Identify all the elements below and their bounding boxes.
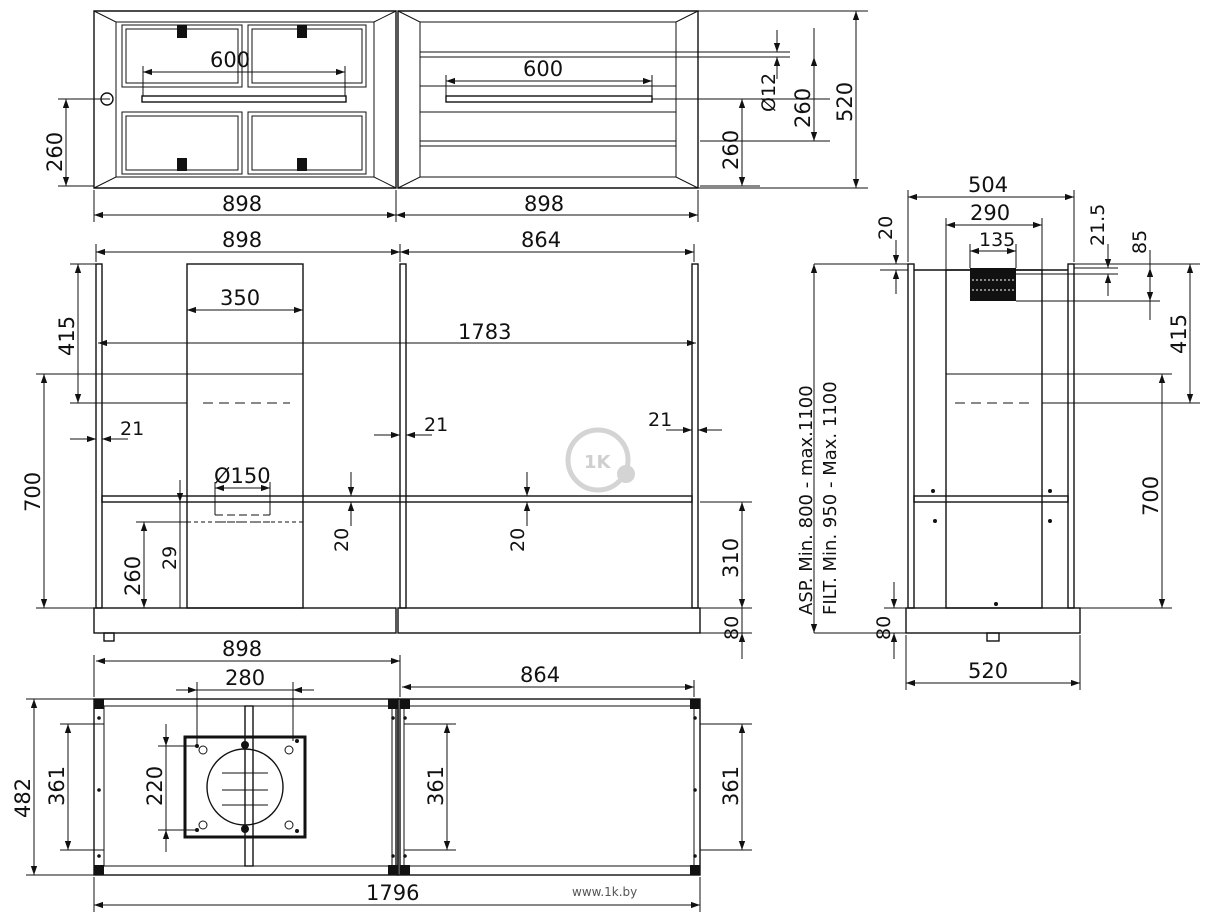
dim-front-29: 29 [159,546,181,570]
dim-top-898-right: 898 [524,192,564,216]
dim-front-415: 415 [55,316,79,356]
height-notes: ASP. Min. 800 - max.1100 FILT. Min. 950 … [796,263,906,634]
dim-top-260-right-a: 260 [791,88,815,128]
dim-front-21-a: 21 [120,418,144,440]
dim-bottom-280: 280 [225,666,265,690]
dim-side-504: 504 [968,173,1008,197]
dim-top-260-left: 260 [43,132,67,172]
plan-view: 898 864 280 482 361 220 361 [11,637,752,912]
side-view: 504 290 135 20 21.5 85 415 [873,173,1200,690]
dim-front-1783: 1783 [458,320,511,344]
dim-front-21-b: 21 [424,414,448,436]
dim-top-600-left: 600 [210,48,250,72]
dim-front-80: 80 [721,616,743,640]
dim-side-85: 85 [1129,230,1151,254]
dim-front-700: 700 [21,472,45,512]
dim-front-310: 310 [719,538,743,578]
dim-side-290: 290 [970,201,1010,225]
dim-top-d12: Ø12 [758,73,780,112]
dim-side-80: 80 [873,616,895,640]
dim-front-898: 898 [222,228,262,252]
dim-bottom-864: 864 [520,663,560,687]
dim-top-600-right: 600 [523,57,563,81]
dim-front-21-c: 21 [648,409,672,431]
dim-side-21-5: 21.5 [1087,204,1109,246]
dim-front-260: 260 [121,556,145,596]
watermark-logo: 1K [584,452,612,473]
dim-side-415: 415 [1167,314,1191,354]
watermark-text: www.1k.by [572,885,637,899]
dim-front-20-b: 20 [507,528,529,552]
dim-bottom-361-a: 361 [45,766,69,806]
front-view: 898 864 350 1783 415 700 [21,228,752,659]
dim-top-520: 520 [833,82,857,122]
dim-side-20: 20 [875,216,897,240]
dim-side-135: 135 [979,229,1015,251]
note-asp: ASP. Min. 800 - max.1100 [796,385,817,615]
dim-top-898-left: 898 [222,192,262,216]
dim-side-520: 520 [968,659,1008,683]
dim-bottom-220: 220 [143,766,167,806]
note-filt: FILT. Min. 950 - Max. 1100 [820,381,841,615]
dim-front-d150: Ø150 [214,464,271,488]
dim-bottom-1796: 1796 [366,881,419,905]
dim-front-350: 350 [220,286,260,310]
dim-top-260-right-b: 260 [719,130,743,170]
dim-bottom-898: 898 [222,637,262,661]
dim-side-700: 700 [1139,476,1163,516]
dim-front-864: 864 [521,228,561,252]
dim-bottom-361-c: 361 [719,766,743,806]
dim-bottom-482: 482 [11,778,35,818]
dim-front-20-a: 20 [331,528,353,552]
dim-bottom-361-b: 361 [424,766,448,806]
top-view: 600 600 260 898 898 Ø12 260 260 [43,10,868,222]
